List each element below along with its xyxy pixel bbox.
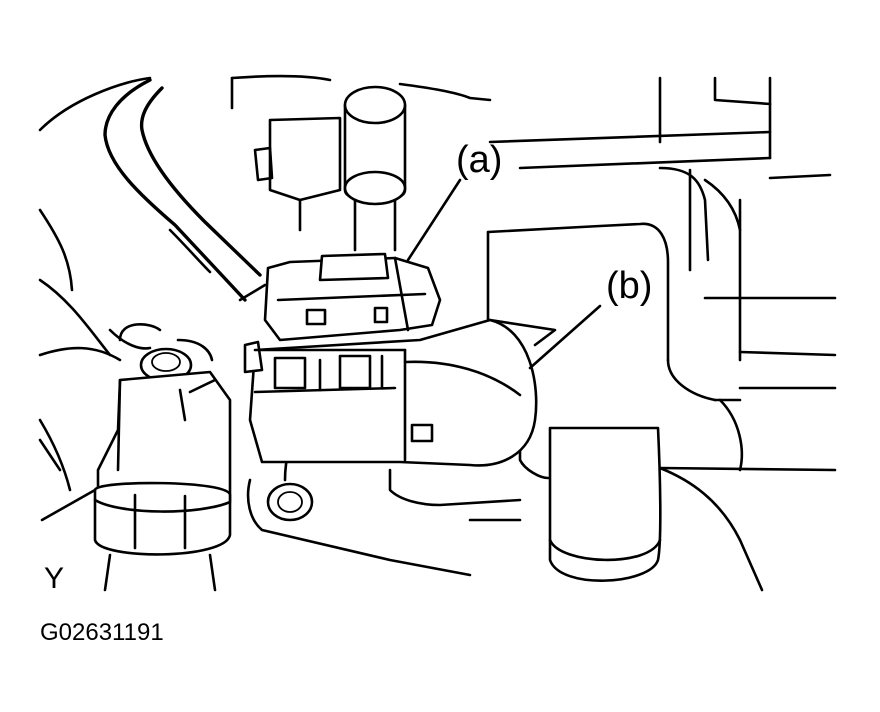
leader-a [406, 178, 462, 262]
engine-housing [38, 74, 837, 592]
vacuum-hose [103, 78, 267, 302]
right-plug [548, 426, 662, 582]
top-fitting [253, 85, 407, 252]
corner-mark-label: Y [44, 562, 64, 595]
callout-b-label: (b) [606, 265, 652, 307]
connector-a [263, 252, 442, 342]
figure-code-label: G02631191 [40, 619, 164, 646]
leader-b [528, 304, 602, 370]
callout-a-label: (a) [456, 139, 502, 181]
left-sensor [38, 208, 232, 592]
sensor-b [243, 318, 557, 467]
mounting-bolt [266, 482, 314, 522]
